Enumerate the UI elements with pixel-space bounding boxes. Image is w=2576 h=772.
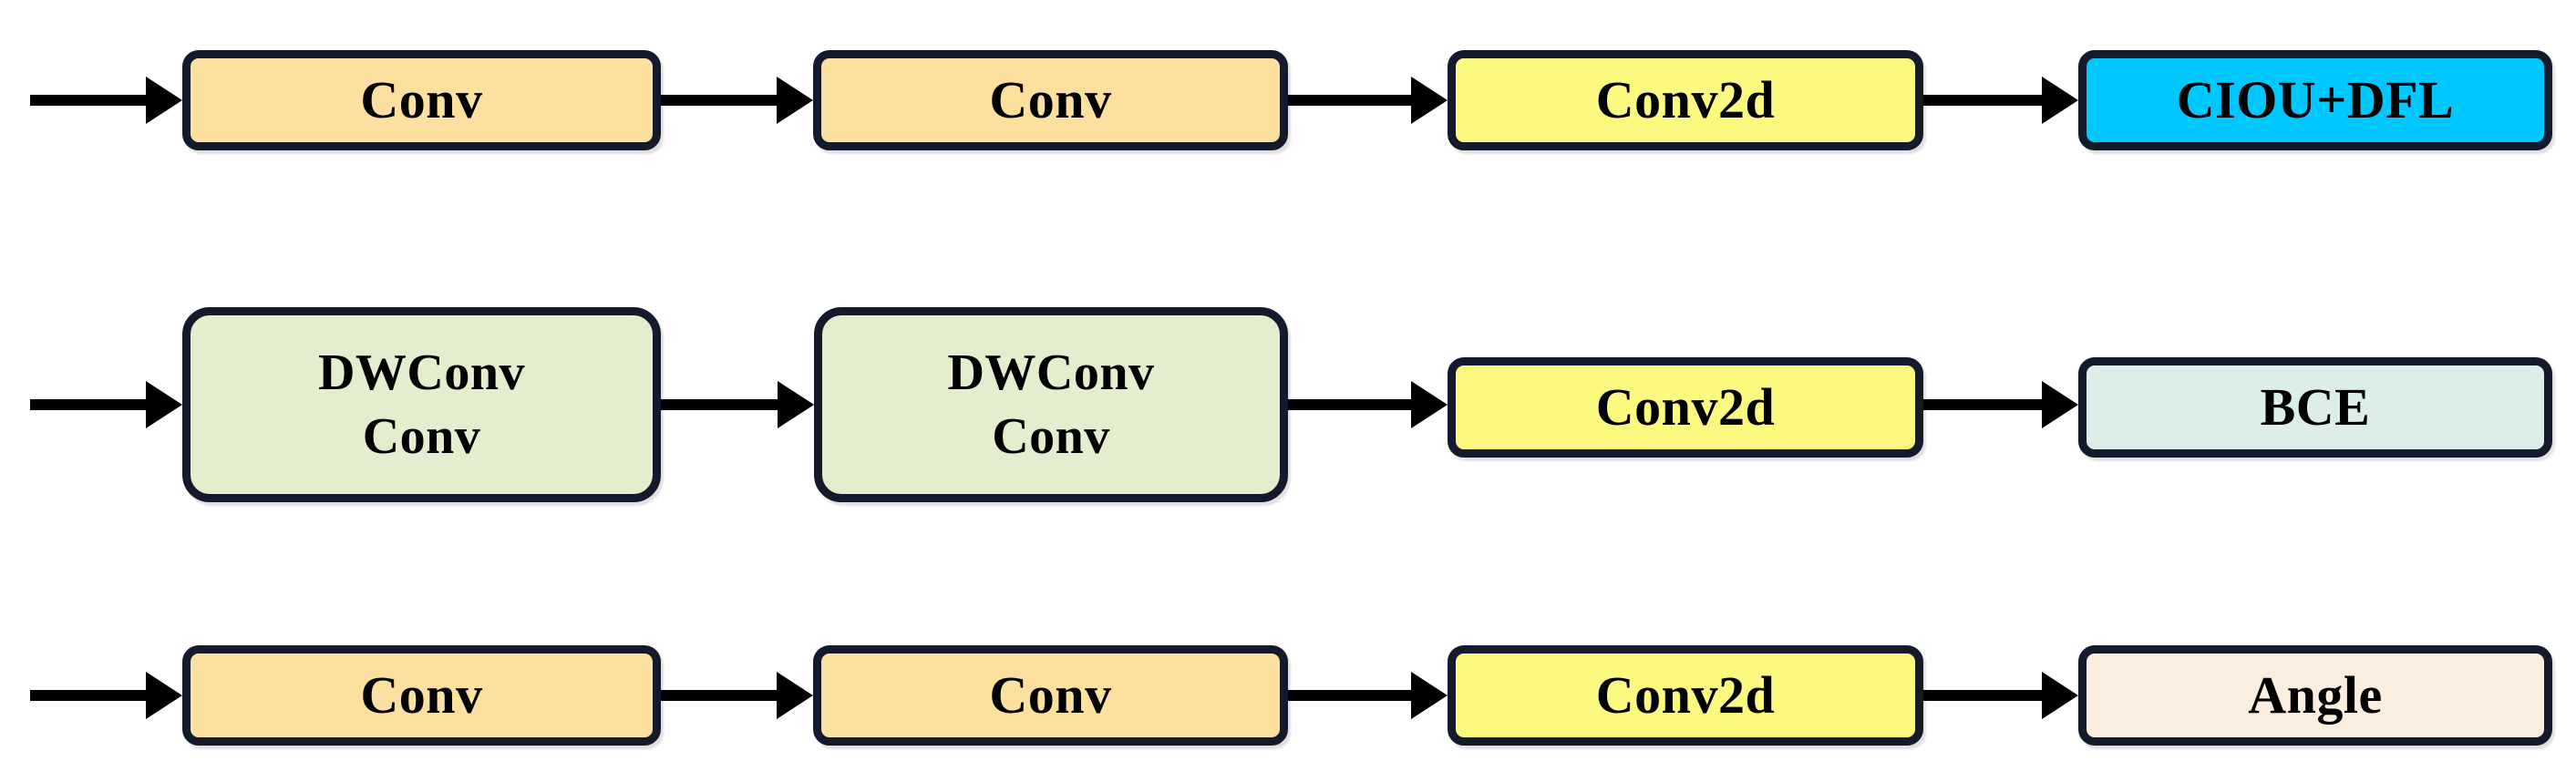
node-conv2d-3[interactable]: Conv2d	[1448, 645, 1923, 746]
arrow-head	[146, 381, 182, 428]
arrow-head	[1411, 381, 1448, 428]
node-conv-3[interactable]: Conv	[182, 645, 661, 746]
arrow-stem	[1923, 690, 2047, 701]
arrow-stem	[30, 690, 151, 701]
arrow-head	[777, 672, 813, 719]
arrow-head	[2042, 672, 2078, 719]
arrow-head	[778, 381, 814, 428]
node-label: Conv	[989, 664, 1112, 725]
arrow-head	[2042, 77, 2078, 124]
arrow-head	[777, 77, 813, 124]
node-conv-2[interactable]: Conv	[813, 50, 1288, 150]
node-label: Conv	[360, 69, 483, 129]
arrow-head	[2042, 381, 2078, 428]
node-label: Conv2d	[1595, 69, 1776, 129]
arrow-head	[146, 77, 182, 124]
node-label: BCE	[2260, 376, 2371, 437]
arrow-stem	[1923, 95, 2047, 106]
arrow-head	[1411, 672, 1448, 719]
node-ciou-dfl[interactable]: CIOU+DFL	[2078, 50, 2552, 150]
arrow-stem	[1288, 95, 1417, 106]
node-label: DWConv	[947, 345, 1155, 401]
arrow-stem	[30, 95, 151, 106]
arrow-stem	[30, 399, 151, 410]
node-conv-1[interactable]: Conv	[182, 50, 661, 150]
node-conv-4[interactable]: Conv	[813, 645, 1288, 746]
node-label: Conv2d	[1595, 376, 1776, 437]
node-label: Conv	[362, 408, 481, 465]
arrow-stem	[661, 399, 783, 410]
node-label: CIOU+DFL	[2176, 69, 2455, 129]
arrow-stem	[661, 95, 782, 106]
node-label: Conv2d	[1595, 664, 1776, 725]
arrow-stem	[661, 690, 782, 701]
node-label: Conv	[989, 69, 1112, 129]
arrow-stem	[1923, 399, 2047, 410]
node-label: DWConv	[317, 345, 526, 401]
node-bce[interactable]: BCE	[2078, 357, 2552, 458]
node-conv2d-1[interactable]: Conv2d	[1448, 50, 1923, 150]
arrow-stem	[1288, 690, 1417, 701]
arrow-head	[146, 672, 182, 719]
node-label: Conv	[360, 664, 483, 725]
arrow-stem	[1288, 399, 1417, 410]
node-label: Angle	[2248, 664, 2383, 725]
arrow-head	[1411, 77, 1448, 124]
node-label: Conv	[992, 408, 1110, 465]
node-angle[interactable]: Angle	[2078, 645, 2552, 746]
node-conv2d-2[interactable]: Conv2d	[1448, 357, 1923, 458]
diagram-row-regression-branch: Conv Conv Conv2d CIOU+DFL	[0, 0, 2576, 150]
